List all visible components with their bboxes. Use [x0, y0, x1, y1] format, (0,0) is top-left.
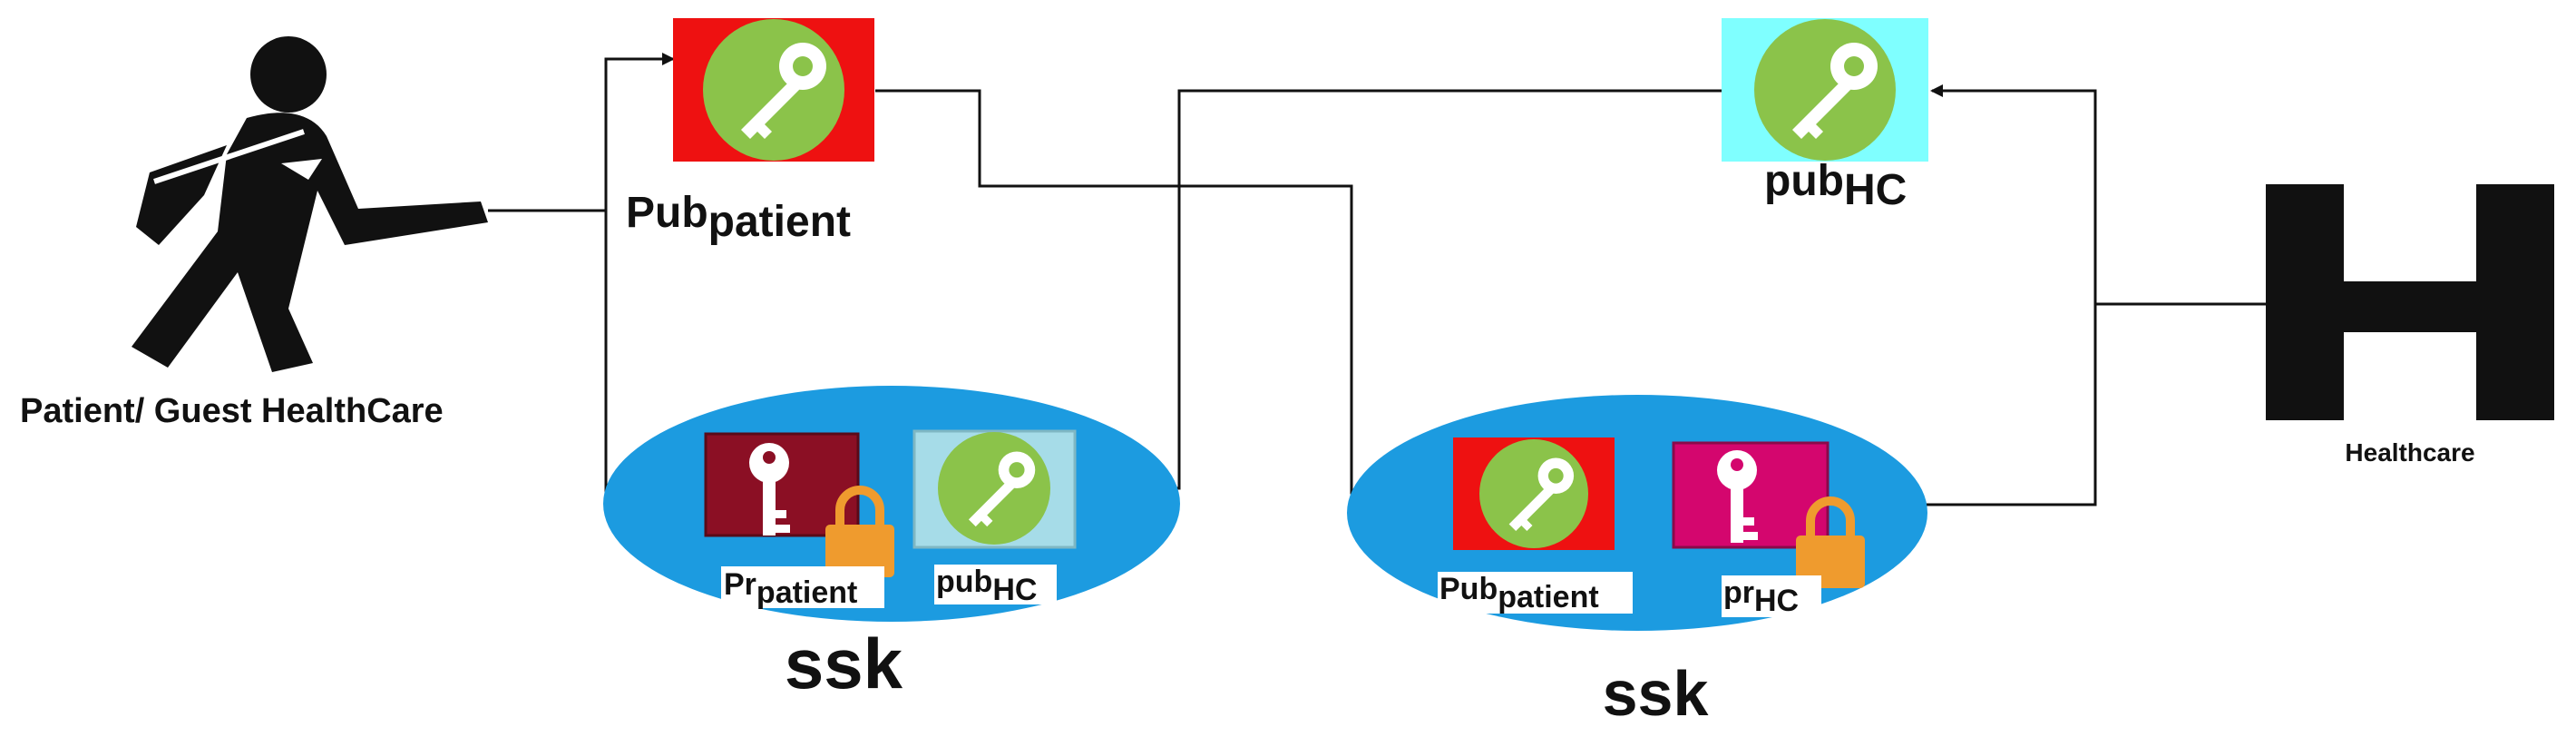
walking-patient-icon	[132, 36, 488, 372]
pr-hc-label: prHC	[1723, 575, 1799, 618]
pub-hc-copy-label: pubHC	[936, 565, 1037, 607]
pub-hc-key	[1722, 18, 1928, 162]
healthcare-caption: Healthcare	[2345, 438, 2474, 467]
pr-patient-key	[704, 432, 894, 577]
healthcare-to-pub-hc-arrow	[1930, 84, 2097, 304]
pub-patient-label: Pubpatient	[626, 189, 851, 246]
pub-hc-label: pubHC	[1764, 157, 1907, 214]
pr-patient-label: Prpatient	[724, 567, 857, 610]
pub-patient-copy-label: Pubpatient	[1439, 572, 1599, 614]
pr-hc-key	[1672, 441, 1865, 588]
ssk-left-title: ssk	[785, 624, 903, 703]
hospital-h-icon	[2266, 184, 2554, 420]
ssk-left: Prpatient pubHC	[603, 386, 1180, 622]
pub-hc-key-copy	[912, 429, 1077, 549]
patient-caption: Patient/ Guest HealthCare	[20, 392, 444, 430]
pub-patient-key	[673, 18, 874, 162]
ssk-right-title: ssk	[1603, 658, 1709, 729]
ssk-right: Pubpatient prHC	[1347, 395, 1927, 631]
pub-patient-key-copy	[1453, 437, 1615, 550]
patient-to-pub-patient-arrow	[604, 53, 675, 497]
